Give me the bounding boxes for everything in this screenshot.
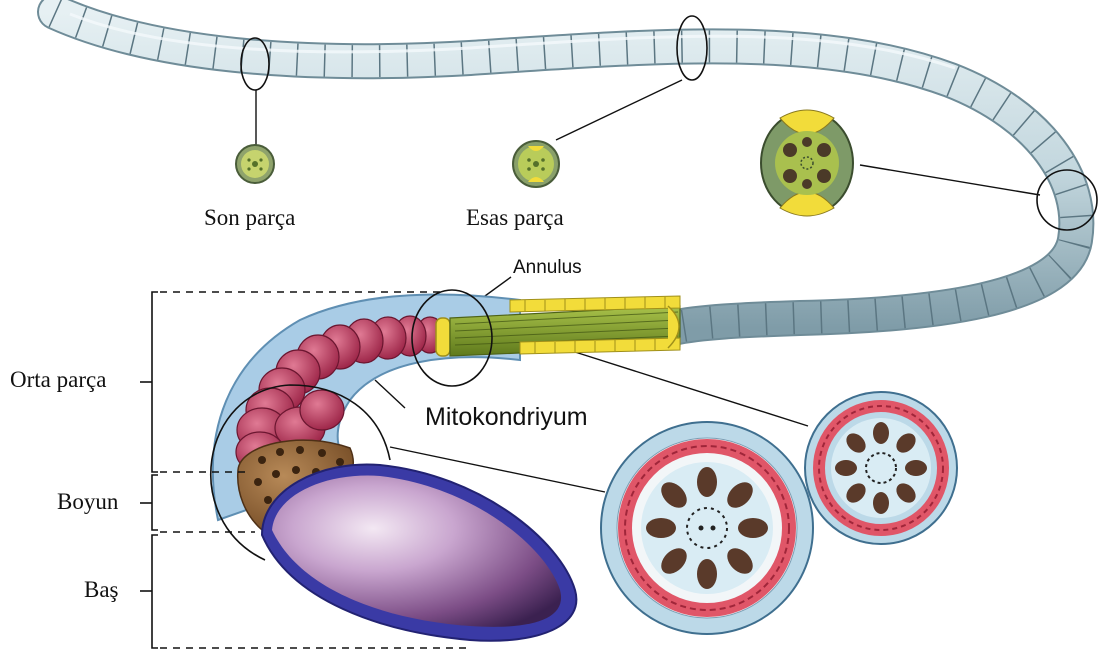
head: [262, 464, 576, 640]
cross-section-principal-large: [761, 110, 853, 216]
label-annulus: Annulus: [513, 257, 582, 279]
annulus-ring: [436, 318, 450, 356]
label-mitokondriyum: Mitokondriyum: [425, 403, 588, 432]
cross-section-midpiece-small: [805, 392, 957, 544]
label-son-parca: Son parça: [204, 205, 295, 231]
cross-section-esas-parca: [513, 141, 559, 187]
label-boyun: Boyun: [57, 489, 118, 515]
label-esas-parca: Esas parça: [466, 205, 564, 231]
label-orta-parca: Orta parça: [10, 367, 106, 393]
tail: [55, 12, 1076, 328]
cross-section-midpiece-large: [601, 422, 813, 634]
cross-section-son-parca: [236, 145, 274, 183]
region-brackets: [140, 292, 158, 648]
label-bas: Baş: [84, 577, 119, 603]
